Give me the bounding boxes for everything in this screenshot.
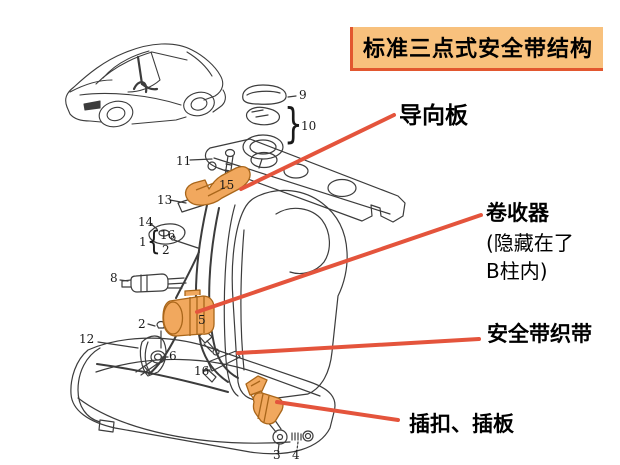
part-number-8: 8 bbox=[110, 271, 118, 285]
part-number-3: 3 bbox=[273, 448, 281, 462]
part-number-15: 15 bbox=[219, 178, 235, 192]
part-number-2a: 2 bbox=[162, 243, 170, 257]
callout-line-webbing bbox=[236, 337, 481, 355]
callout-line-guide-plate bbox=[239, 113, 396, 191]
part-number-5: 5 bbox=[198, 313, 206, 327]
part-number-11: 11 bbox=[176, 154, 192, 168]
part-number-2b: 2 bbox=[138, 317, 146, 331]
retractor-note-line1: (隐藏在了 bbox=[486, 230, 574, 255]
part-number-16a: 16 bbox=[160, 228, 176, 242]
retractor-label: 卷收器 (隐藏在了 B柱内) bbox=[486, 199, 574, 286]
part-number-1: 1 bbox=[139, 235, 147, 249]
callout-line-buckle bbox=[275, 400, 400, 422]
part-number-4: 4 bbox=[292, 448, 300, 462]
car-seatbelt-mark bbox=[132, 55, 159, 94]
callout-line-retractor bbox=[195, 213, 483, 314]
callout-lines bbox=[195, 113, 483, 422]
part-number-10: 10 bbox=[301, 119, 317, 133]
seat-illustration bbox=[70, 84, 406, 455]
retractor-note-line2: B柱内) bbox=[486, 259, 548, 284]
buckle-part bbox=[245, 375, 284, 425]
guide-loop-part bbox=[184, 166, 251, 206]
brace-part-1: { bbox=[147, 226, 161, 257]
part-number-16b: 16 bbox=[194, 364, 210, 378]
part-number-14: 14 bbox=[138, 215, 154, 229]
title-banner: 标准三点式安全带结构 bbox=[350, 27, 604, 71]
brace-part-10: } bbox=[284, 99, 303, 148]
part-number-12: 12 bbox=[79, 332, 95, 346]
part-number-13: 13 bbox=[157, 193, 173, 207]
guide-plate-label: 导向板 bbox=[399, 103, 468, 129]
retractor-part bbox=[162, 289, 215, 337]
car-illustration bbox=[65, 43, 226, 128]
retractor-label-title: 卷收器 bbox=[486, 201, 549, 225]
part-number-9: 9 bbox=[299, 88, 307, 102]
webbing-label: 安全带织带 bbox=[487, 322, 592, 346]
part-number-6: 6 bbox=[169, 349, 177, 363]
buckle-label: 插扣、插板 bbox=[409, 412, 514, 436]
